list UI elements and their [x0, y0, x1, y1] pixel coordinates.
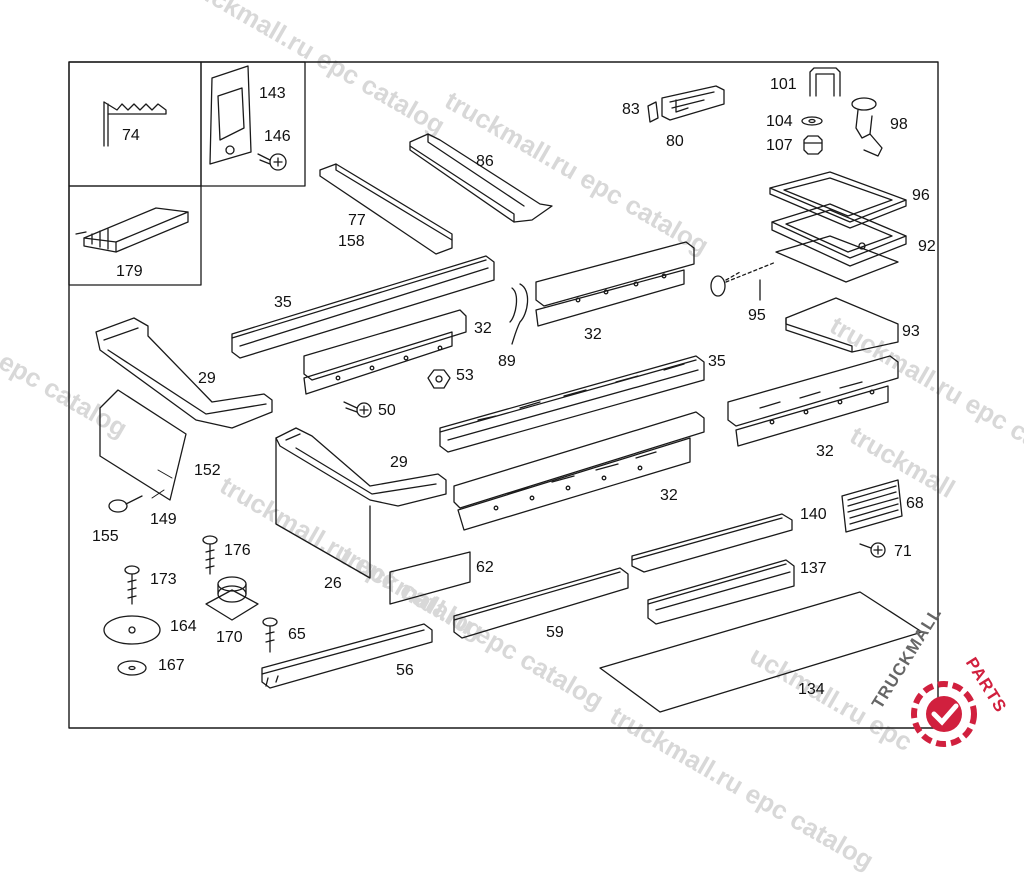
part-164-mount-disc — [104, 616, 160, 644]
part-68-vent-grille — [842, 480, 902, 532]
part-104-washer — [802, 117, 822, 125]
part-107-nut — [804, 136, 822, 154]
part-29-corner-channel-lower — [276, 428, 446, 506]
part-95-hose-clip — [711, 262, 776, 300]
part-62-plate — [390, 552, 470, 604]
leader-line — [152, 470, 172, 498]
part-53-nut — [428, 370, 450, 388]
part-65-screw-icon — [263, 618, 277, 652]
part-155-screw-icon — [109, 496, 142, 512]
part-152-plate — [100, 390, 186, 500]
part-92-frame — [772, 204, 906, 282]
part-56-strip — [262, 624, 432, 688]
part-71-screw-icon — [860, 543, 885, 557]
part-35-rail-middle — [440, 356, 704, 452]
part-74-bracket — [104, 102, 166, 146]
part-140-strip — [632, 514, 792, 572]
brand-logo: TRUCKMALL PARTS — [870, 660, 1020, 750]
part-59-strip — [454, 568, 628, 638]
diagram-frame — [69, 62, 938, 728]
part-176-screw-icon — [203, 536, 217, 574]
inset-box-74 — [69, 62, 201, 186]
part-101-u-bracket — [810, 68, 840, 96]
part-83-clip — [648, 102, 658, 122]
part-35-rail-upper — [232, 256, 494, 358]
part-86-channel — [410, 134, 552, 222]
parts-diagram — [0, 0, 1024, 750]
inset-box-143 — [201, 62, 305, 186]
gear-shield-logo-icon — [904, 674, 984, 754]
part-173-screw-icon — [125, 566, 139, 604]
part-137-strip — [648, 560, 794, 624]
part-170-grommet — [206, 577, 258, 620]
part-143-cover-plate — [210, 66, 251, 164]
part-179-strip — [76, 208, 188, 252]
part-96-frame — [770, 172, 906, 228]
part-32-rail-d — [454, 412, 704, 530]
part-80-bracket — [662, 86, 724, 120]
part-50-screw-icon — [344, 402, 371, 417]
part-98-latch — [852, 98, 882, 156]
part-93-pad — [786, 298, 898, 352]
part-32-rail-b — [536, 242, 694, 326]
part-77-channel — [320, 164, 452, 254]
part-146-screw-icon — [258, 154, 286, 170]
part-32-rail-c — [728, 356, 898, 446]
part-89-seal — [510, 284, 528, 344]
part-167-washer — [118, 661, 146, 675]
part-26-panel — [276, 438, 370, 578]
